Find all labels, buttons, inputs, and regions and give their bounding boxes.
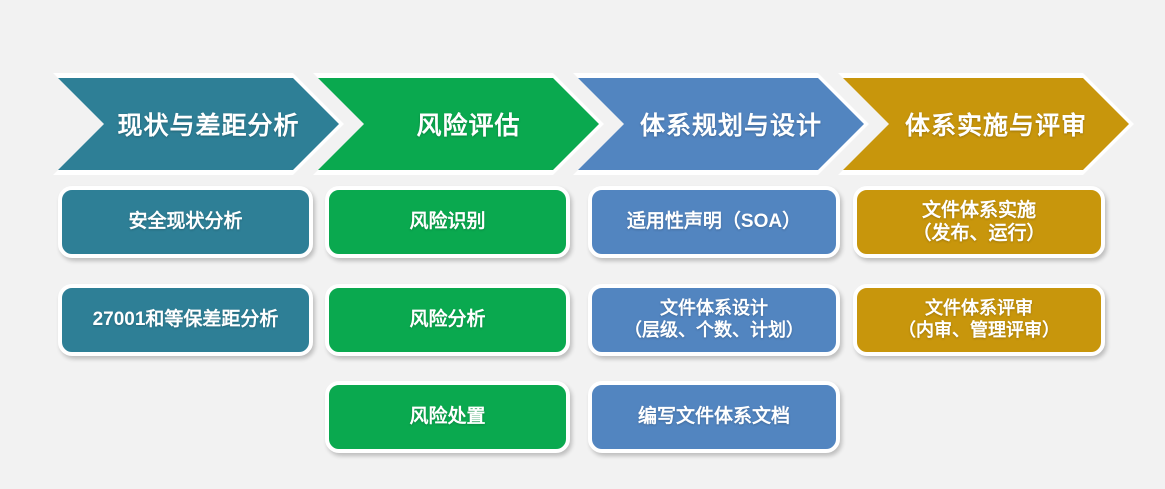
phase-4-item-2[interactable]: 文件体系评审 （内审、管理评审） [853,284,1105,356]
phase-2-item-2[interactable]: 风险分析 [325,284,570,356]
phase-header-label-2: 风险评估 [416,112,521,140]
phase-1-item-2[interactable]: 27001和等保差距分析 [58,284,313,356]
phase-4-item-1[interactable]: 文件体系实施 （发布、运行） [853,186,1105,258]
phase-header-label-3: 体系规划与设计 [639,112,822,140]
phase-4-item-1-label: 文件体系实施 （发布、运行） [912,199,1046,244]
phase-1-item-1-label: 安全现状分析 [128,211,243,233]
phase-3-item-2-label: 文件体系设计 （层级、个数、计划） [624,298,804,340]
phase-2-item-1-label: 风险识别 [409,211,486,233]
phase-2-item-1[interactable]: 风险识别 [325,186,570,258]
phase-header-4[interactable]: 体系实施与评审 [843,78,1129,170]
phase-3-item-1-label: 适用性声明（SOA） [626,211,802,233]
phase-2-item-3-label: 风险处置 [409,406,486,428]
phase-header-label-1: 现状与差距分析 [117,112,300,140]
phase-header-1[interactable]: 现状与差距分析 [58,78,339,170]
phase-header-row: 现状与差距分析 风险评估 体系规划与设计 体系实施与评审 [0,78,1165,170]
phase-header-3[interactable]: 体系规划与设计 [578,78,864,170]
phase-3-item-2[interactable]: 文件体系设计 （层级、个数、计划） [588,284,840,356]
phase-header-2[interactable]: 风险评估 [318,78,599,170]
phase-3-item-1[interactable]: 适用性声明（SOA） [588,186,840,258]
phase-1-item-1[interactable]: 安全现状分析 [58,186,313,258]
phase-4-item-2-label: 文件体系评审 （内审、管理评审） [898,298,1060,340]
phase-2-item-2-label: 风险分析 [409,309,486,331]
phase-2-item-3[interactable]: 风险处置 [325,381,570,453]
phase-3-item-3[interactable]: 编写文件体系文档 [588,381,840,453]
phase-header-label-4: 体系实施与评审 [904,112,1087,140]
phase-1-item-2-label: 27001和等保差距分析 [92,309,279,331]
phase-3-item-3-label: 编写文件体系文档 [637,406,790,428]
